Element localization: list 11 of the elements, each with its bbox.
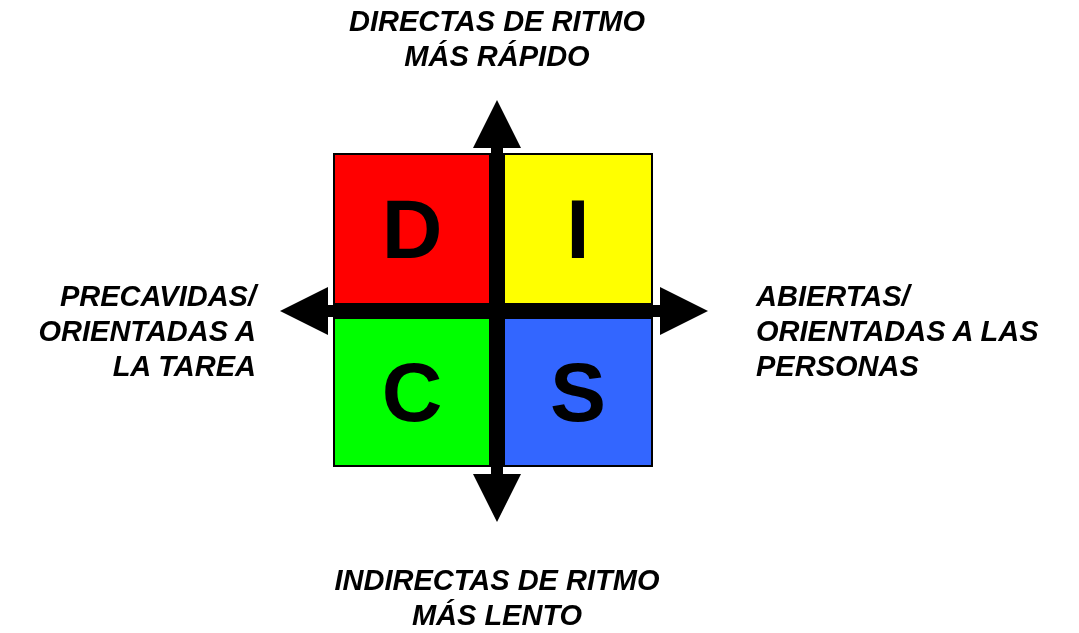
quadrant-letter: D [381, 187, 443, 271]
quadrant-letter: S [550, 350, 606, 434]
quadrant-letter: I [566, 187, 590, 271]
axis-label: INDIRECTAS DE RITMO MÁS LENTO [333, 563, 661, 633]
quadrant-box [333, 317, 491, 467]
axis-label: DIRECTAS DE RITMO MÁS RÁPIDO [348, 4, 646, 74]
quadrant-letter: C [381, 350, 443, 434]
quadrant-box [503, 153, 653, 305]
quadrant-box [503, 317, 653, 467]
quadrant-box [333, 153, 491, 305]
axis-label: ABIERTAS/ ORIENTADAS A LAS PERSONAS [756, 279, 1040, 384]
